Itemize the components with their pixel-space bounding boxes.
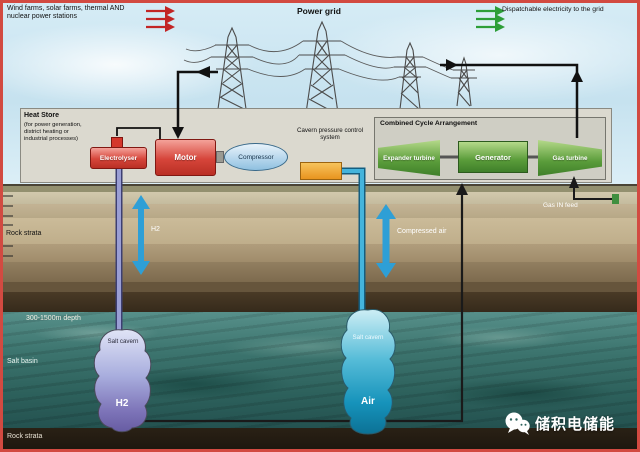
electrolyser-feed-wire	[116, 127, 161, 140]
motor-compressor-coupling	[216, 151, 224, 163]
bottom-rock-band	[0, 428, 640, 452]
dark-rock-band	[0, 292, 640, 312]
electrolyser-unit: Electrolyser	[90, 147, 147, 169]
cavern-pressure-label: Cavern pressure control system	[296, 127, 364, 142]
rock-strata-band-1	[0, 192, 640, 204]
h2-return-line	[143, 183, 468, 423]
surface-soil-band	[0, 185, 640, 192]
h2-flow-label: H2	[151, 226, 160, 233]
salt-basin-label: Salt basin	[7, 358, 38, 365]
transmission-tower-icon	[211, 20, 477, 114]
depth-label: 300-1500m depth	[26, 315, 81, 322]
combined-cycle-title: Combined Cycle Arrangement	[380, 120, 478, 127]
air-cavern-shape	[340, 309, 396, 435]
output-power-arrows-icon	[476, 6, 505, 32]
generator-unit: Generator	[458, 141, 528, 173]
h2-cavern-content: H2	[115, 398, 129, 409]
right-dispatch-note: Dispatchable electricity to the grid	[502, 6, 604, 13]
rock-strata-band-6	[0, 282, 640, 292]
air-cavern-content: Air	[361, 396, 375, 407]
heat-store-block: Heat Store (for power generation, distri…	[24, 112, 88, 143]
compressor-unit: Compressor	[224, 143, 288, 171]
rock-strata-bottom-label: Rock strata	[7, 433, 43, 440]
strata-tick-marks	[3, 195, 13, 257]
rock-strata-band-5	[0, 262, 640, 282]
power-grid-label: Power grid	[297, 6, 341, 16]
generator-to-grid-line	[440, 59, 583, 138]
wechat-icon	[505, 412, 530, 435]
air-cavern-name: Salt cavern	[352, 334, 384, 341]
heat-store-title: Heat Store	[24, 112, 60, 119]
rock-strata-band-3	[0, 218, 640, 244]
left-sources-note: Wind farms, solar farms, thermal AND nuc…	[7, 5, 125, 21]
h2-cavern-shape	[93, 329, 152, 433]
h2-flow-arrow-icon	[132, 195, 150, 275]
compressed-air-pipe	[342, 167, 366, 318]
watermark: 储积电储能	[504, 410, 615, 436]
gas-in-feed-label: Gas IN feed	[543, 202, 578, 209]
power-lines	[183, 40, 454, 81]
gas-in-feed-line	[569, 176, 619, 204]
compressed-air-flow-arrow-icon	[376, 204, 396, 278]
compressed-air-flow-label: Compressed air	[397, 228, 447, 235]
rock-strata-top-label: Rock strata	[6, 230, 42, 237]
heat-store-desc: (for power generation, district heating …	[24, 122, 82, 143]
h2-cavern-name: Salt cavern	[107, 338, 139, 345]
rock-strata-band-4	[0, 244, 640, 262]
watermark-text: 储积电储能	[535, 414, 616, 433]
grid-to-motor-line	[172, 66, 218, 139]
motor-unit: Motor	[155, 139, 216, 176]
cavern-pressure-control-unit	[300, 162, 342, 180]
input-power-arrows-icon	[146, 6, 175, 32]
